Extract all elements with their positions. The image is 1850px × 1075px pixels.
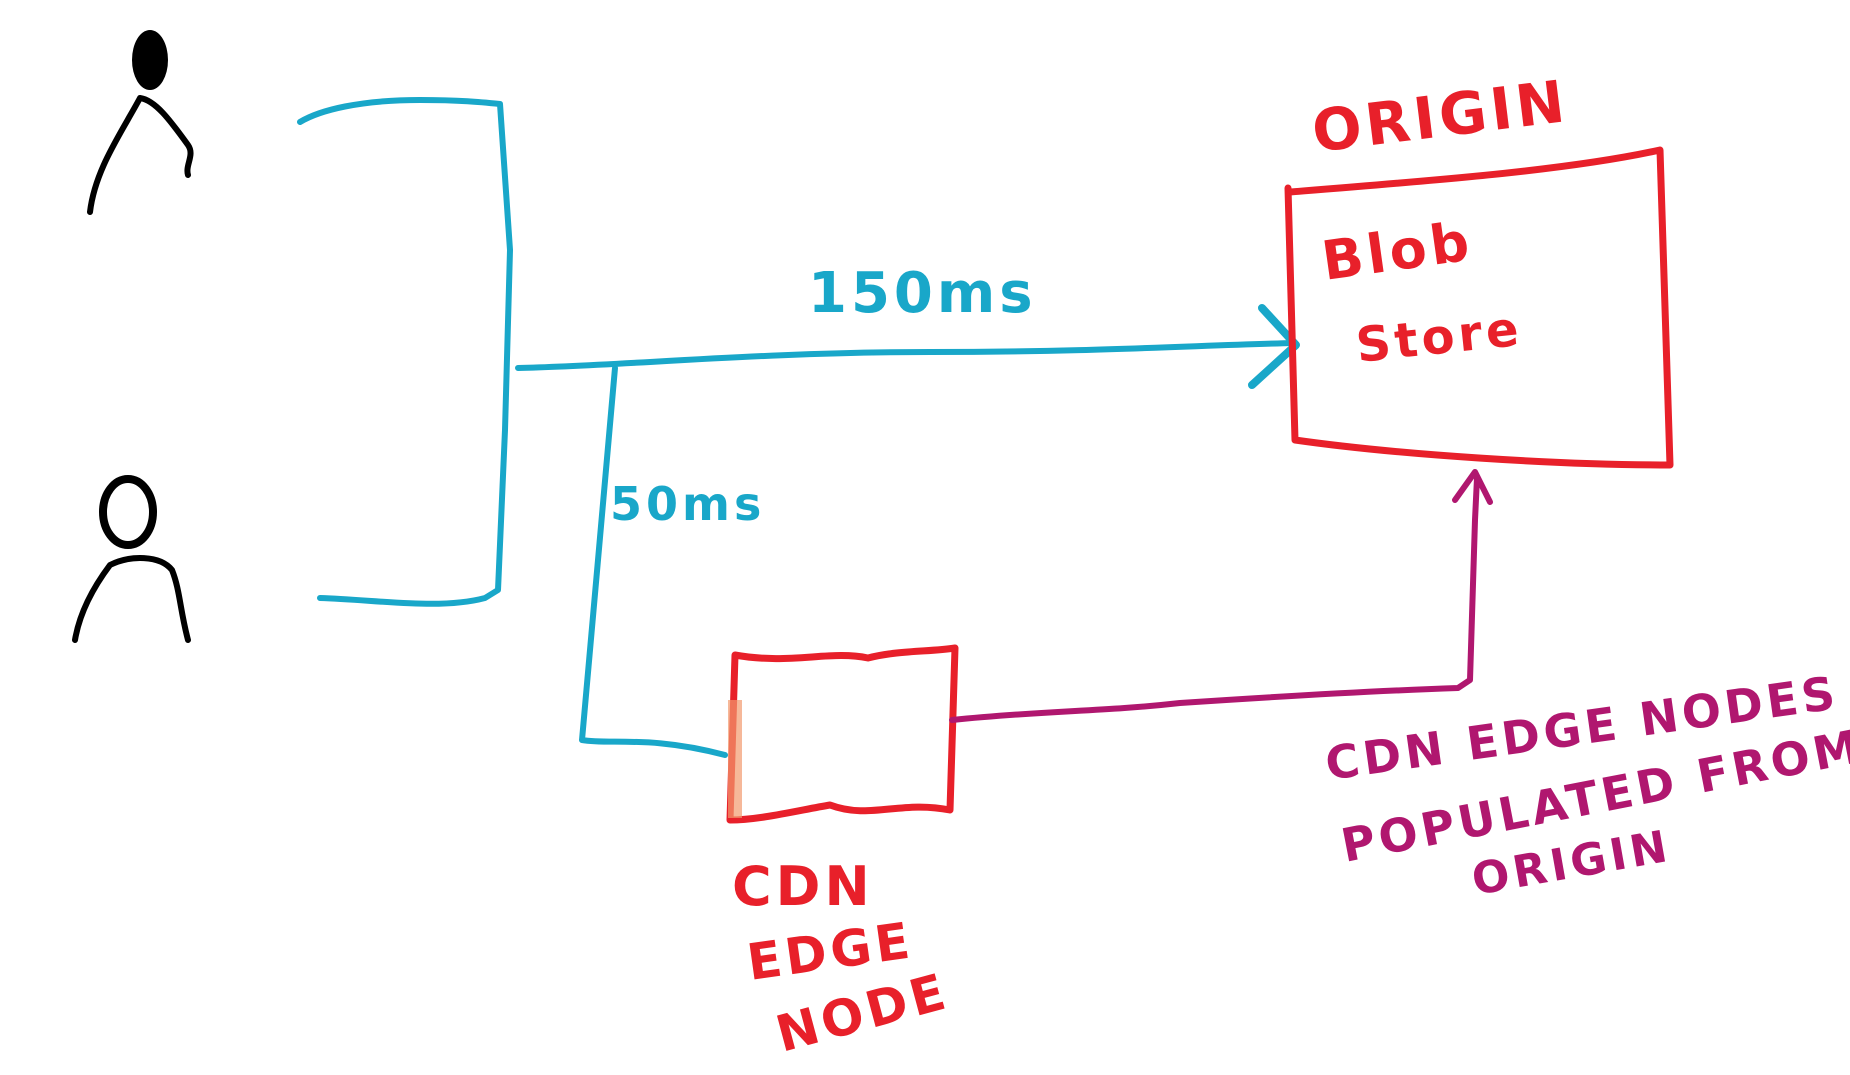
edge-node-box	[726, 644, 959, 824]
origin-arrowhead-icon	[1248, 304, 1300, 389]
origin-title: ORIGIN	[1308, 67, 1572, 166]
edge-node-highlight	[728, 700, 742, 818]
user-bottom-head-icon	[99, 475, 157, 549]
origin-label-blob: Blob	[1318, 209, 1477, 292]
user-top-head-icon	[132, 30, 168, 90]
latency-edge-label: 50ms	[610, 477, 765, 531]
edge-label-cdn: CDN	[732, 855, 874, 918]
user-bracket-line	[297, 97, 513, 607]
populate-connection-line	[949, 475, 1480, 723]
origin-box	[1284, 146, 1674, 469]
edge-connection-line	[579, 365, 728, 758]
latency-origin-label: 150ms	[808, 261, 1037, 326]
origin-connection-line	[515, 340, 1298, 371]
user-top-body-icon	[87, 95, 194, 215]
user-icon-top	[87, 30, 194, 215]
populate-arrowhead-icon	[1452, 469, 1493, 505]
user-bottom-body-icon	[72, 555, 191, 643]
user-icon-bottom	[72, 475, 191, 643]
origin-label-store: Store	[1353, 301, 1525, 374]
